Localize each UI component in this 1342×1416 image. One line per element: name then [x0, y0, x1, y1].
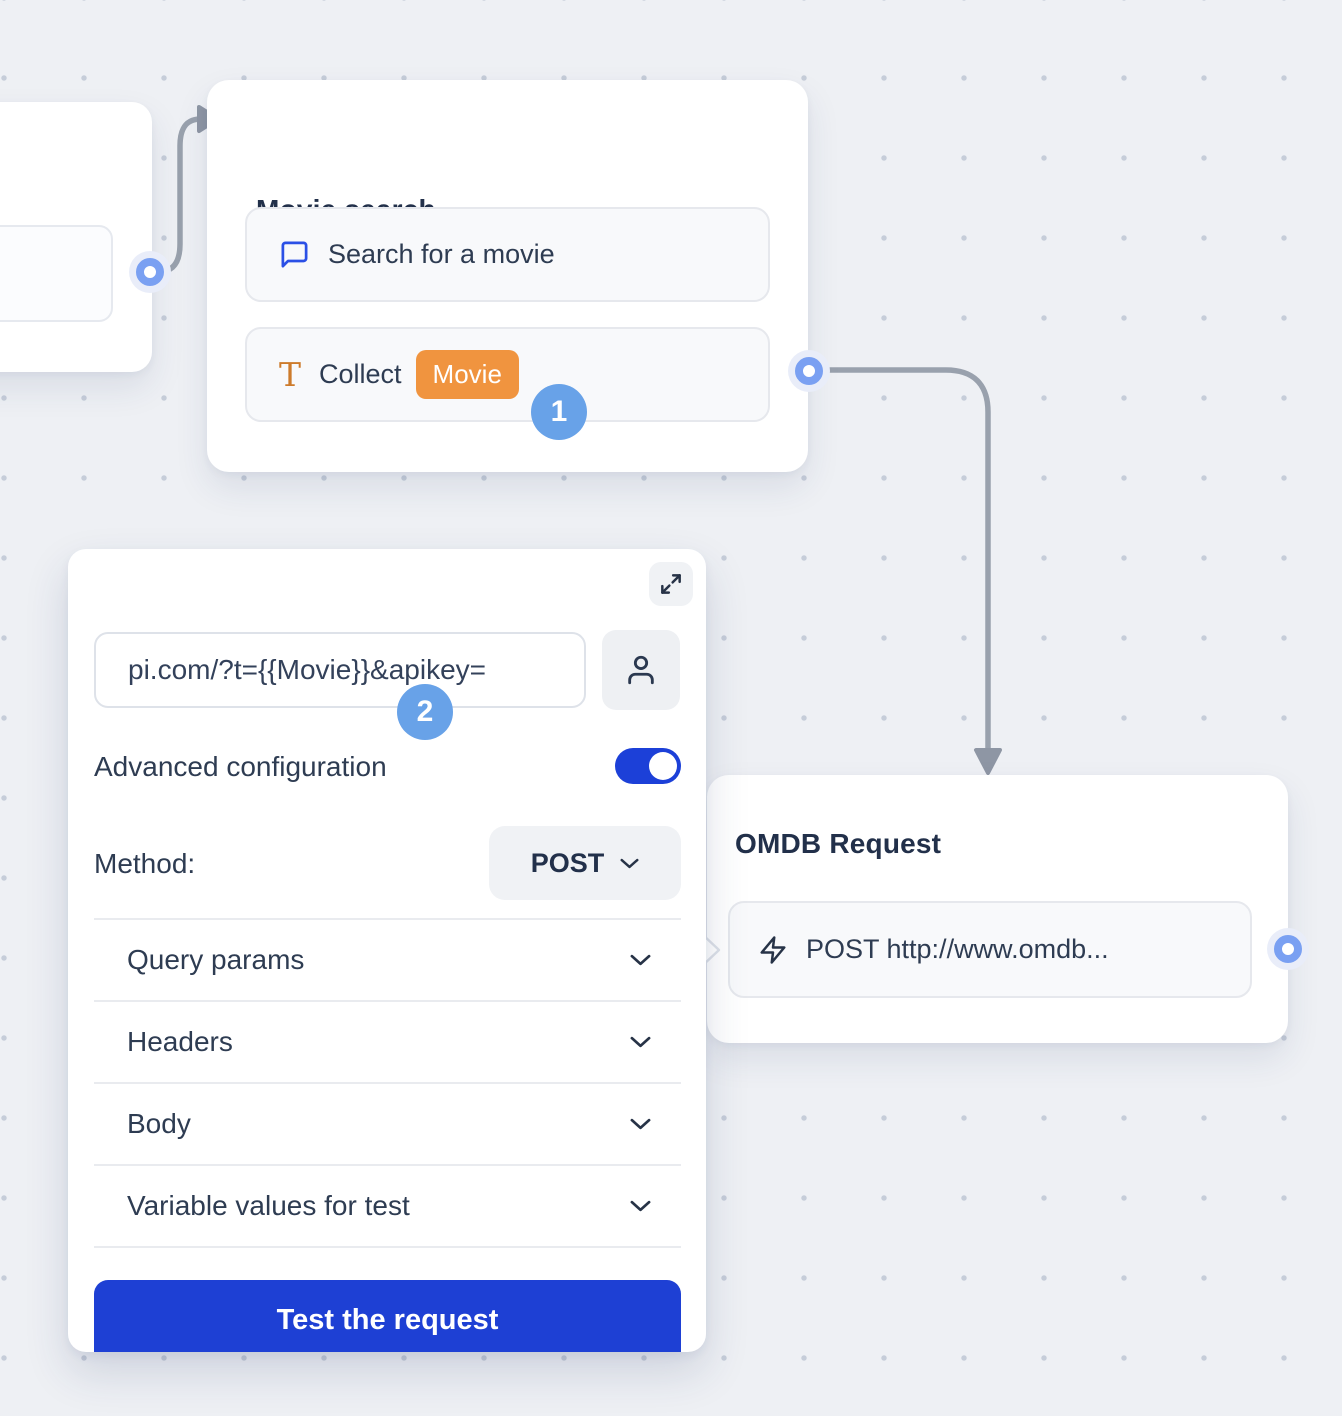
section-label: Variable values for test: [127, 1190, 410, 1221]
node-title: OMDB Request: [735, 828, 942, 859]
collect-block-row[interactable]: T Collect Movie: [245, 327, 770, 422]
chevron-down-icon: [630, 1200, 651, 1212]
user-icon: [624, 652, 658, 688]
output-connector[interactable]: [1274, 935, 1302, 963]
edge-arrowhead-down: [974, 748, 1002, 775]
partial-node-row[interactable]: [0, 225, 113, 322]
chevron-down-icon: [630, 1118, 651, 1130]
movie-search-node[interactable]: Movie search Search for a movie T Collec…: [207, 80, 823, 472]
toggle-knob: [649, 752, 677, 780]
method-dropdown[interactable]: POST: [489, 826, 681, 900]
chevron-down-icon: [630, 954, 651, 966]
url-input[interactable]: [94, 632, 586, 708]
omdb-request-node[interactable]: OMDB Request POST http://www.omdb...: [700, 775, 1302, 1043]
expand-icon: [658, 571, 684, 597]
section-label: Headers: [127, 1026, 233, 1057]
section-body[interactable]: Body: [94, 1082, 681, 1164]
question-label: Search for a movie: [328, 239, 555, 269]
section-label: Body: [127, 1108, 191, 1139]
webhook-settings-panel: 2 Advanced configuration Method: POST Qu…: [68, 549, 706, 1352]
method-value: POST: [530, 847, 605, 878]
question-block-row[interactable]: Search for a movie: [245, 207, 770, 302]
chat-bubble-icon: [279, 239, 310, 270]
method-label: Method:: [94, 848, 196, 879]
edge-to-omdb-request: [821, 367, 991, 753]
partial-node-card[interactable]: [0, 102, 164, 372]
lightning-icon: [758, 934, 788, 966]
test-request-button[interactable]: Test the request: [94, 1280, 681, 1352]
webhook-block-row[interactable]: POST http://www.omdb...: [728, 901, 1252, 998]
section-query-params[interactable]: Query params: [94, 918, 681, 1000]
advanced-configuration-toggle[interactable]: [615, 748, 681, 784]
output-connector[interactable]: [136, 258, 164, 286]
step-badge-1: 1: [531, 384, 587, 440]
variable-picker-button[interactable]: [602, 630, 680, 710]
output-connector[interactable]: [795, 357, 823, 385]
step-badge-2: 2: [397, 684, 453, 740]
collect-label: Collect: [319, 359, 402, 389]
config-sections: Query params Headers Body Variable value…: [94, 918, 681, 1248]
section-variable-values[interactable]: Variable values for test: [94, 1164, 681, 1246]
chevron-down-icon: [630, 1036, 651, 1048]
advanced-configuration-label: Advanced configuration: [94, 751, 387, 782]
section-headers[interactable]: Headers: [94, 1000, 681, 1082]
variable-chip[interactable]: Movie: [415, 350, 519, 399]
edge-to-movie-search: [155, 116, 204, 275]
chevron-down-icon: [620, 858, 639, 869]
webhook-label: POST http://www.omdb...: [806, 934, 1109, 964]
text-type-icon: T: [279, 355, 302, 394]
expand-button[interactable]: [649, 562, 693, 606]
section-label: Query params: [127, 944, 305, 975]
